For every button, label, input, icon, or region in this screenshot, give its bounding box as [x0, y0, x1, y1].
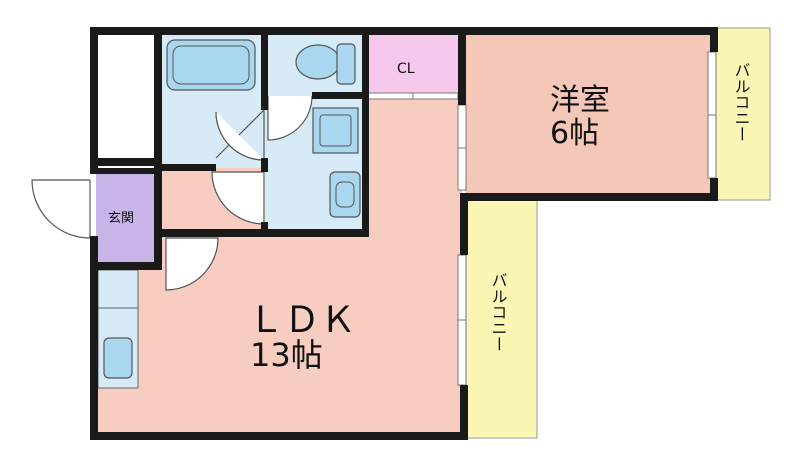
toilet-door [267, 95, 313, 141]
balcony-top-right [711, 27, 771, 201]
western-room-label: 洋室 [550, 83, 610, 118]
ldk-door [165, 237, 219, 291]
toilet-tank [336, 43, 356, 85]
balcony-top-right-label: バルコニー [732, 62, 751, 142]
walls [90, 27, 718, 440]
closet-floor [365, 34, 462, 98]
ldk-floor [96, 99, 462, 432]
balcony-middle [461, 199, 538, 439]
balcony-middle-label: バルコニー [489, 272, 508, 352]
closet-label: CL [397, 61, 415, 77]
bathtub-inner [172, 45, 250, 85]
washing-machine-inner [335, 181, 355, 208]
toilet-bowl [295, 44, 341, 80]
ldk-label: ＬＤＫ [248, 300, 356, 341]
bath-door-arc [215, 111, 265, 161]
storage-floor [96, 34, 158, 160]
western-room-floor [465, 34, 713, 196]
wash-basin-inner [319, 114, 352, 147]
washroom-door [211, 171, 265, 225]
western-room-size: 6帖 [550, 116, 599, 151]
entrance-label: 玄関 [108, 211, 134, 226]
entrance-door [31, 179, 91, 239]
entrance-floor [96, 172, 158, 264]
ldk-size: 13帖 [250, 336, 323, 374]
kitchen-sink [103, 337, 133, 379]
